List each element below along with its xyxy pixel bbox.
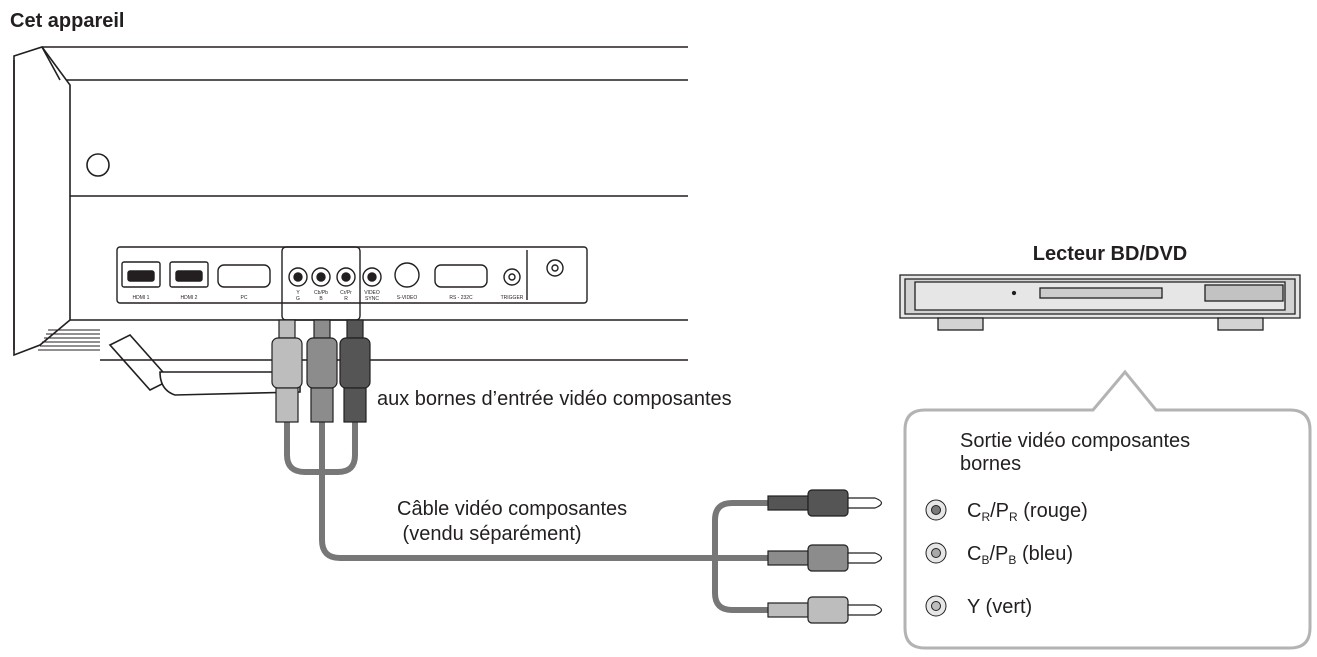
device-heading: Cet appareil bbox=[10, 10, 124, 32]
component-cable bbox=[284, 417, 773, 613]
terminal-jacks bbox=[925, 499, 947, 617]
player-title: Lecteur BD/DVD bbox=[1033, 243, 1187, 265]
terminal-label-y: Y (vert) bbox=[967, 596, 1032, 618]
label-svideo: S-VIDEO bbox=[397, 295, 418, 301]
output-callout-box bbox=[903, 369, 1312, 650]
label-pc: PC bbox=[241, 295, 248, 301]
terminal-label-cr-pr: CR/PR (rouge) bbox=[967, 500, 1088, 524]
label-hdmi2: HDMI 2 bbox=[181, 295, 198, 301]
label-b: B bbox=[319, 296, 323, 302]
bd-dvd-player-illustration bbox=[899, 274, 1301, 331]
label-video: VIDEO bbox=[364, 290, 380, 296]
terminal-label-cb-pb: CB/PB (bleu) bbox=[967, 543, 1073, 567]
cable-label-line1: Câble vidéo composantes bbox=[397, 498, 627, 520]
label-r: R bbox=[344, 296, 348, 302]
label-cbpb: Cb/Pb bbox=[314, 290, 328, 296]
projector-illustration bbox=[13, 46, 688, 396]
label-crpr: Cr/Pr bbox=[340, 290, 352, 296]
output-title-line1: Sortie vidéo composantes bbox=[960, 430, 1190, 452]
label-sync: SYNC bbox=[365, 296, 379, 302]
rca-plugs-projector bbox=[271, 319, 371, 423]
output-title-line2: bornes bbox=[960, 453, 1021, 475]
label-y: Y bbox=[296, 290, 300, 296]
connector-panel bbox=[116, 246, 588, 321]
label-g: G bbox=[296, 296, 300, 302]
label-hdmi1: HDMI 1 bbox=[133, 295, 150, 301]
label-rs232c: RS - 232C bbox=[449, 295, 473, 301]
input-terminals-label: aux bornes d’entrée vidéo composantes bbox=[377, 388, 732, 410]
panel-labels: HDMI 1 HDMI 2 PC Y G Cb/Pb B Cr/Pr R VID… bbox=[133, 290, 524, 302]
cable-label-line2: (vendu séparément) bbox=[397, 523, 582, 545]
rca-plugs-player bbox=[767, 489, 883, 624]
label-trigger: TRIGGER bbox=[501, 295, 524, 301]
